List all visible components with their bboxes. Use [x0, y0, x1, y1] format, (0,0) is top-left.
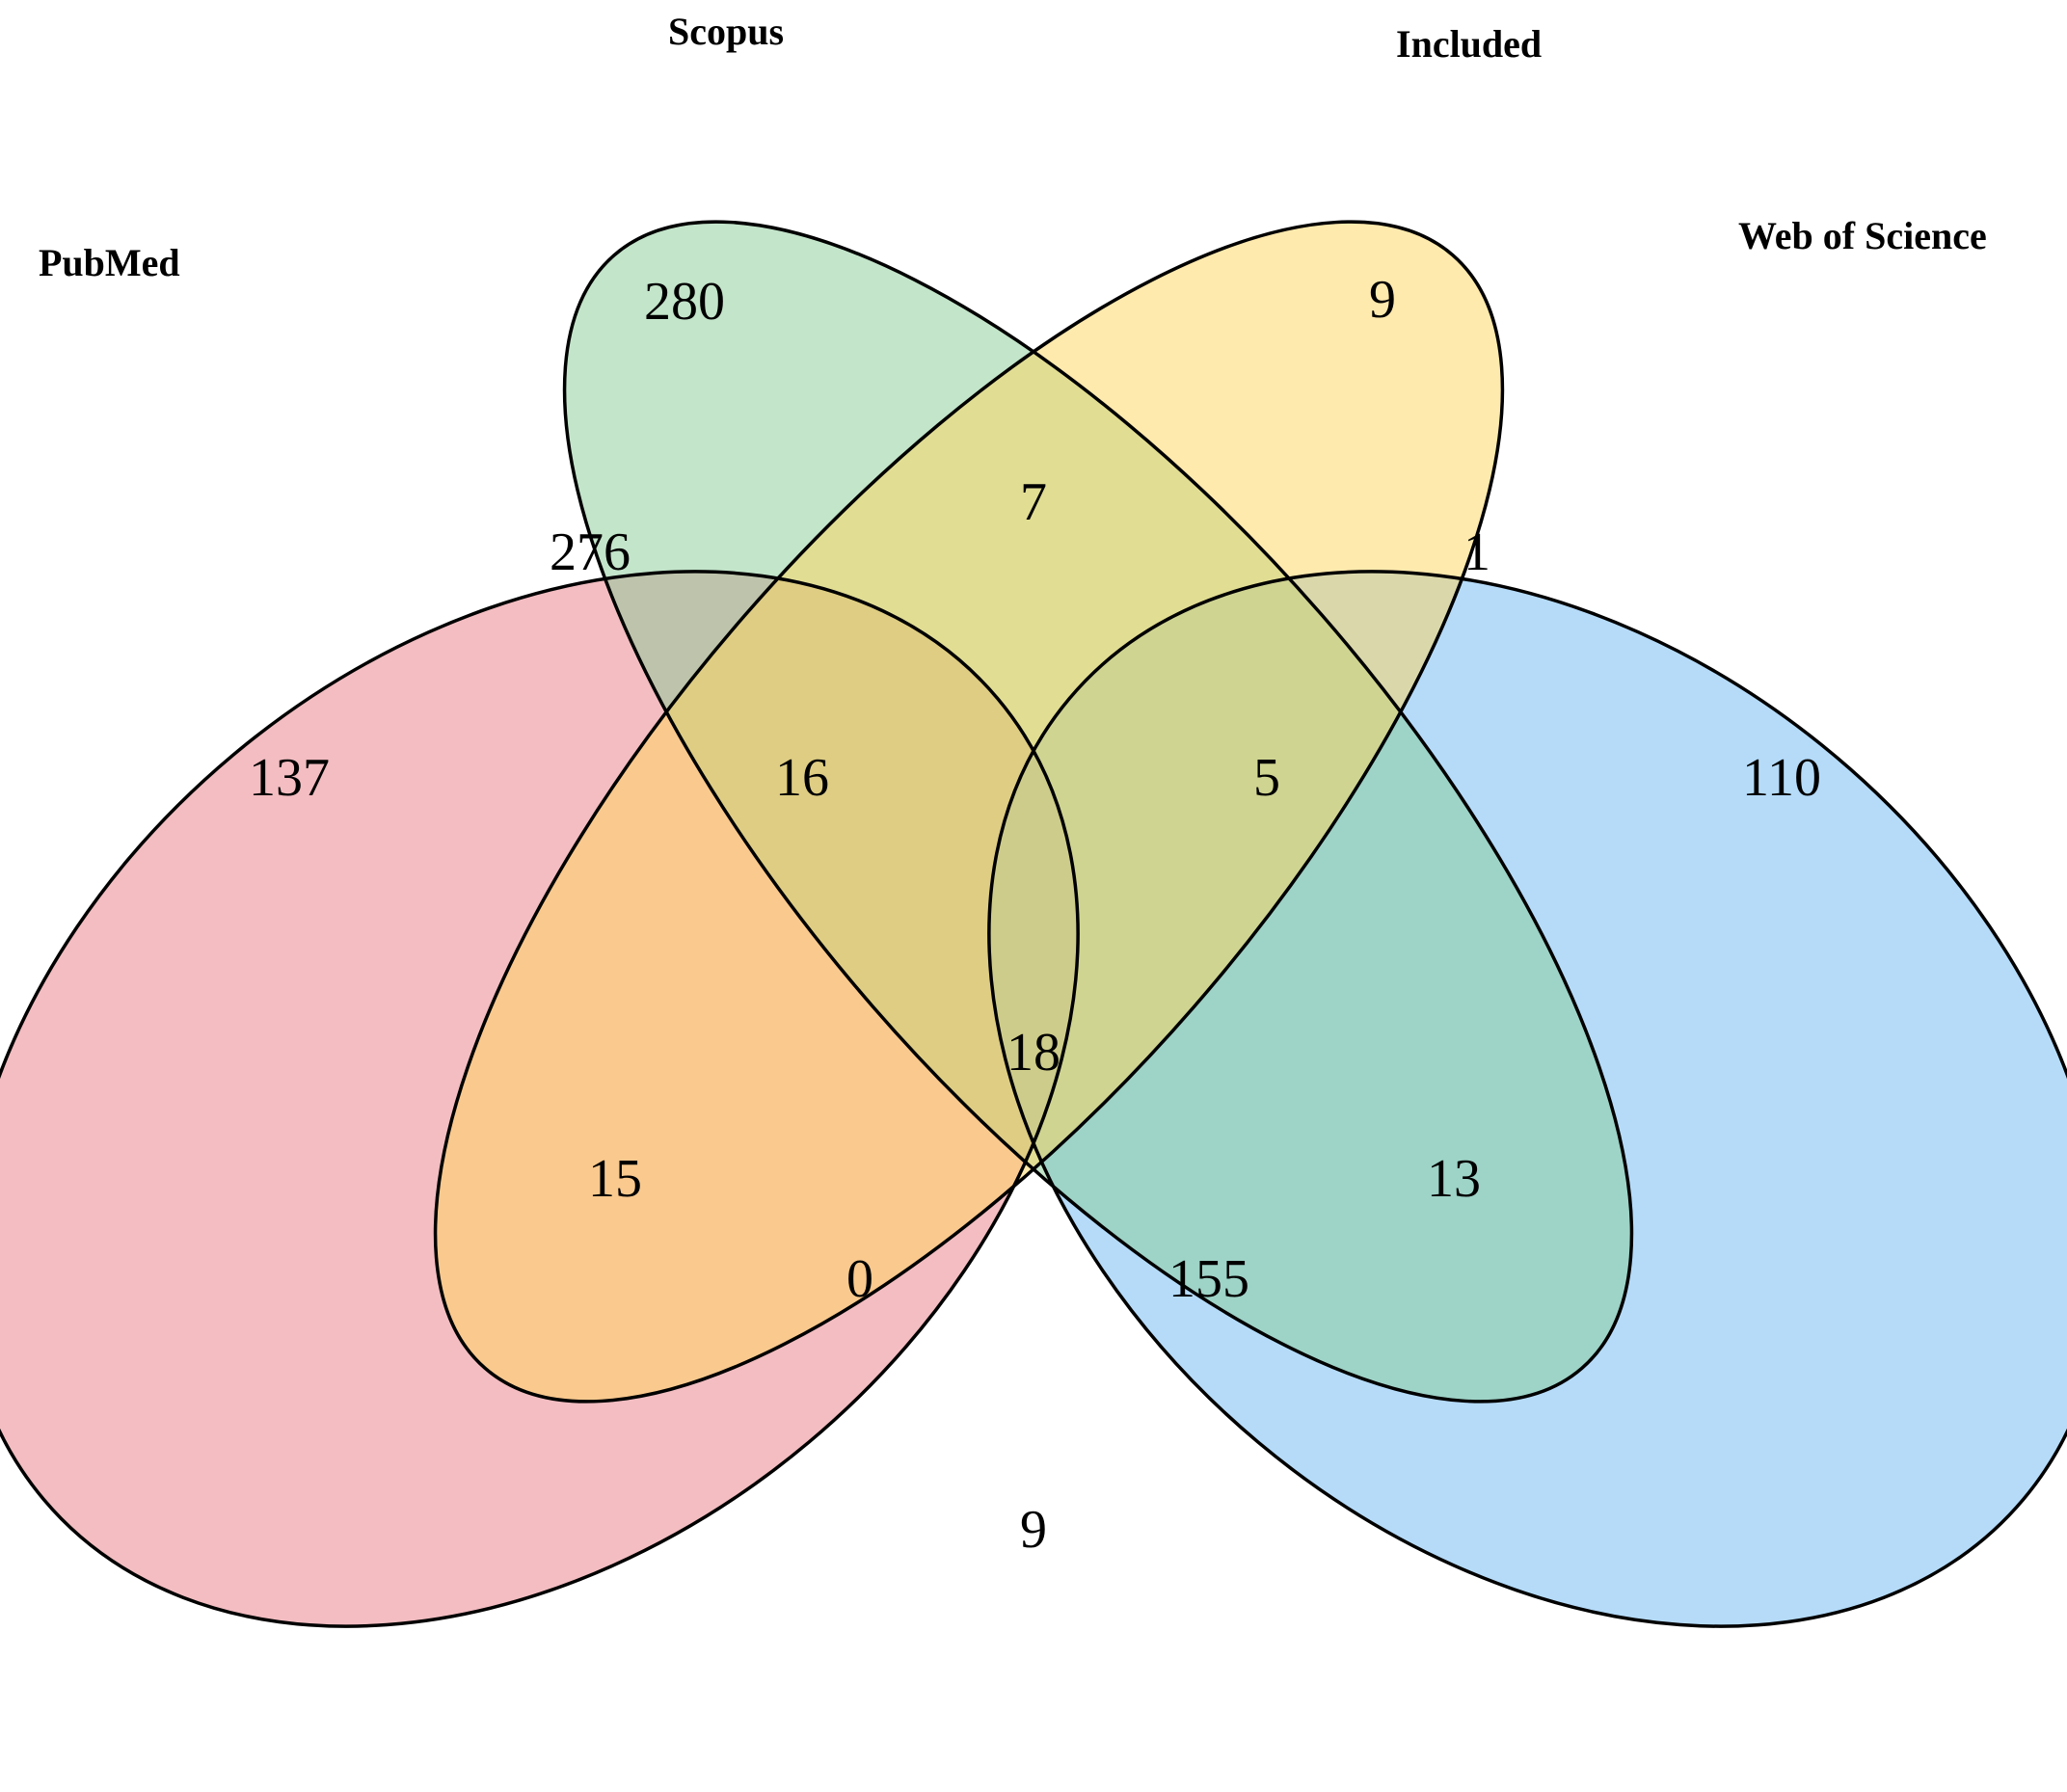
region-counts: 137 280 9 110 276 7 1 16 5 18 15 13 0 15…	[249, 270, 1821, 1560]
count-scopus-included-wos: 5	[1253, 748, 1280, 808]
count-scopus-wos: 13	[1427, 1149, 1481, 1209]
count-pubmed-wos: 9	[1020, 1500, 1047, 1560]
pubmed-outline	[0, 570, 1080, 1628]
included-outline	[433, 220, 1505, 1404]
scopus-outline	[562, 220, 1634, 1404]
count-all-four: 18	[1007, 1023, 1060, 1083]
count-scopus-included: 7	[1020, 472, 1047, 532]
included-ellipse	[435, 222, 1503, 1402]
set-label-scopus: Scopus	[668, 10, 784, 53]
set-fills	[0, 222, 2067, 1627]
set-label-wos: Web of Science	[1738, 214, 1987, 257]
count-pubmed-only: 137	[249, 748, 330, 808]
count-included-only: 9	[1369, 270, 1396, 330]
count-pubmed-scopus: 276	[550, 522, 631, 582]
count-pubmed-scopus-included: 16	[775, 748, 829, 808]
count-pubmed-included-wos: 0	[846, 1249, 873, 1309]
count-pubmed-included: 15	[588, 1149, 642, 1209]
count-scopus-only: 280	[644, 272, 725, 332]
count-pubmed-scopus-wos: 155	[1168, 1249, 1249, 1309]
count-included-wos: 1	[1463, 522, 1490, 582]
set-label-pubmed: PubMed	[39, 241, 180, 284]
set-outlines	[0, 220, 2067, 1628]
set-label-included: Included	[1396, 22, 1542, 66]
count-wos-only: 110	[1742, 748, 1821, 808]
set-labels: PubMed Scopus Included Web of Science	[39, 10, 1987, 284]
